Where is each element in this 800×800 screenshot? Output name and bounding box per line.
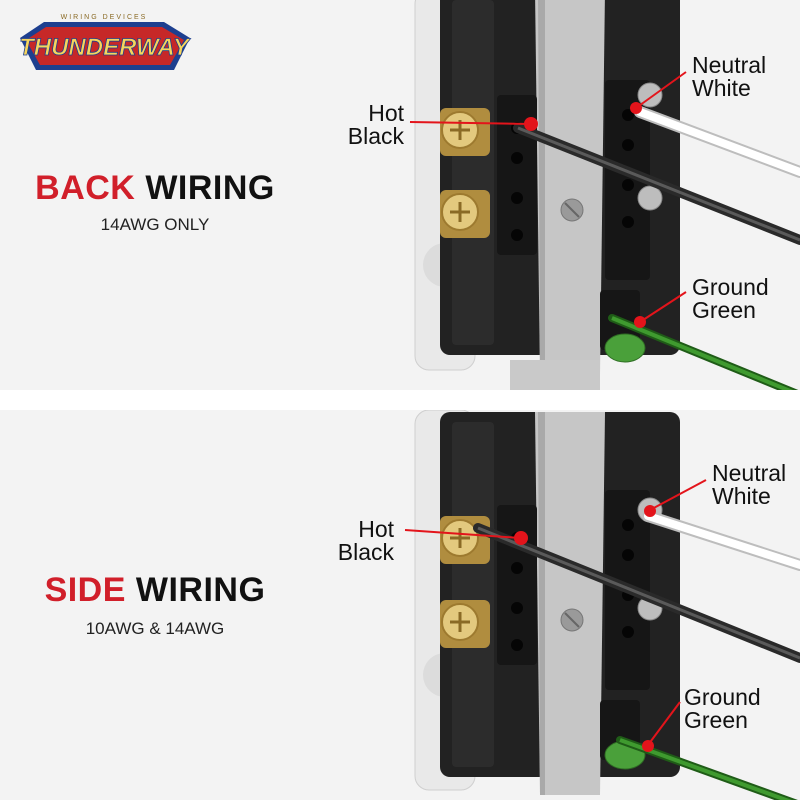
side-wiring-panel: SIDE WIRING 10AWG & 14AWG Hot Black Neut… bbox=[0, 410, 800, 800]
neutral-label: Neutral White bbox=[712, 460, 787, 509]
title-accent: SIDE bbox=[44, 571, 126, 609]
ground-label: Ground Green bbox=[692, 274, 769, 323]
section-title: SIDE WIRING bbox=[0, 570, 310, 610]
terminal-screw-icon bbox=[440, 190, 490, 238]
section-title: BACK WIRING bbox=[0, 168, 310, 208]
terminal-screw-icon bbox=[440, 516, 490, 564]
brand-name: THUNDERWAY bbox=[19, 34, 191, 61]
neutral-label: Neutral White bbox=[692, 52, 767, 101]
marker-dot-icon bbox=[642, 740, 654, 752]
hot-label: Hot Black bbox=[347, 100, 404, 149]
marker-dot-icon bbox=[644, 505, 656, 517]
back-wiring-panel: WIRING DEVICES THUNDERWAY BACK WIRING 14… bbox=[0, 0, 800, 390]
terminal-screw-icon bbox=[440, 108, 490, 156]
section-subtitle: 10AWG & 14AWG bbox=[85, 619, 225, 638]
thunderway-logo: WIRING DEVICES THUNDERWAY bbox=[19, 14, 191, 70]
ground-label: Ground Green bbox=[684, 684, 761, 733]
terminal-screw-icon bbox=[440, 600, 490, 648]
panel-divider bbox=[0, 390, 800, 410]
marker-dot-icon bbox=[514, 531, 528, 545]
title-rest: WIRING bbox=[145, 169, 275, 207]
marker-dot-icon bbox=[524, 117, 538, 131]
receptacle-illustration bbox=[404, 410, 800, 800]
brand-tagline: WIRING DEVICES bbox=[61, 14, 148, 21]
title-rest: WIRING bbox=[135, 571, 266, 609]
hot-label: Hot Black bbox=[337, 516, 394, 565]
title-accent: BACK bbox=[35, 169, 136, 207]
section-subtitle: 14AWG ONLY bbox=[100, 215, 210, 234]
receptacle-illustration bbox=[409, 0, 800, 390]
marker-dot-icon bbox=[630, 102, 642, 114]
marker-dot-icon bbox=[634, 316, 646, 328]
